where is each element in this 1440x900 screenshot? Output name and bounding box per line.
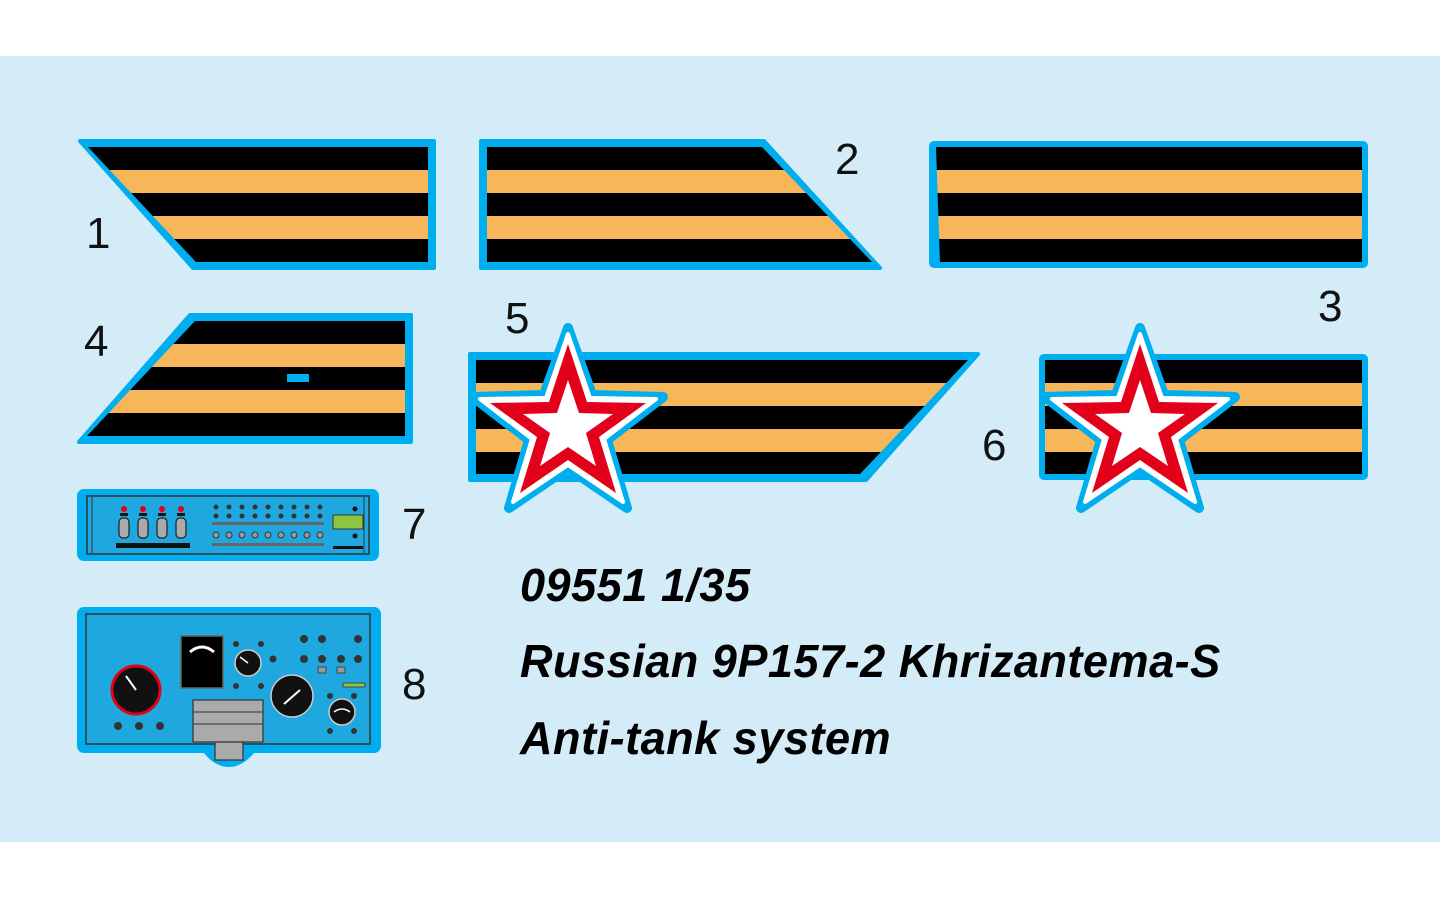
kit-number: 09551 1/35 <box>520 559 751 611</box>
decal-2-ribbon <box>479 139 882 270</box>
decal-6-ribbon <box>1039 323 1368 513</box>
gauge-icon <box>110 664 162 716</box>
decal-number-1: 1 <box>86 209 111 258</box>
kit-subtitle: Anti-tank system <box>520 712 892 764</box>
decal-number-6: 6 <box>982 421 1007 470</box>
decal-8-instrument-panel <box>77 607 381 767</box>
decal-5-ribbon <box>468 323 980 513</box>
speedometer-icon <box>270 674 314 718</box>
red-star-icon <box>468 323 668 513</box>
red-star-icon <box>1040 323 1240 513</box>
indicator-grid <box>212 504 324 546</box>
decal-number-3: 3 <box>1318 282 1343 331</box>
decal-7-control-panel <box>77 489 379 561</box>
decal-number-7: 7 <box>402 500 427 549</box>
toggle-switches <box>116 506 190 548</box>
decal-number-5: 5 <box>505 294 530 343</box>
decal-number-2: 2 <box>835 135 860 184</box>
decal-3-ribbon <box>929 141 1368 268</box>
decal-number-4: 4 <box>84 317 109 366</box>
kit-title: Russian 9P157-2 Khrizantema-S <box>520 635 1221 687</box>
gauge-icon <box>328 698 356 726</box>
decal-4-ribbon <box>77 313 413 444</box>
gauge-icon <box>234 649 262 677</box>
decal-1-ribbon <box>78 139 436 270</box>
decal-number-8: 8 <box>402 660 427 709</box>
